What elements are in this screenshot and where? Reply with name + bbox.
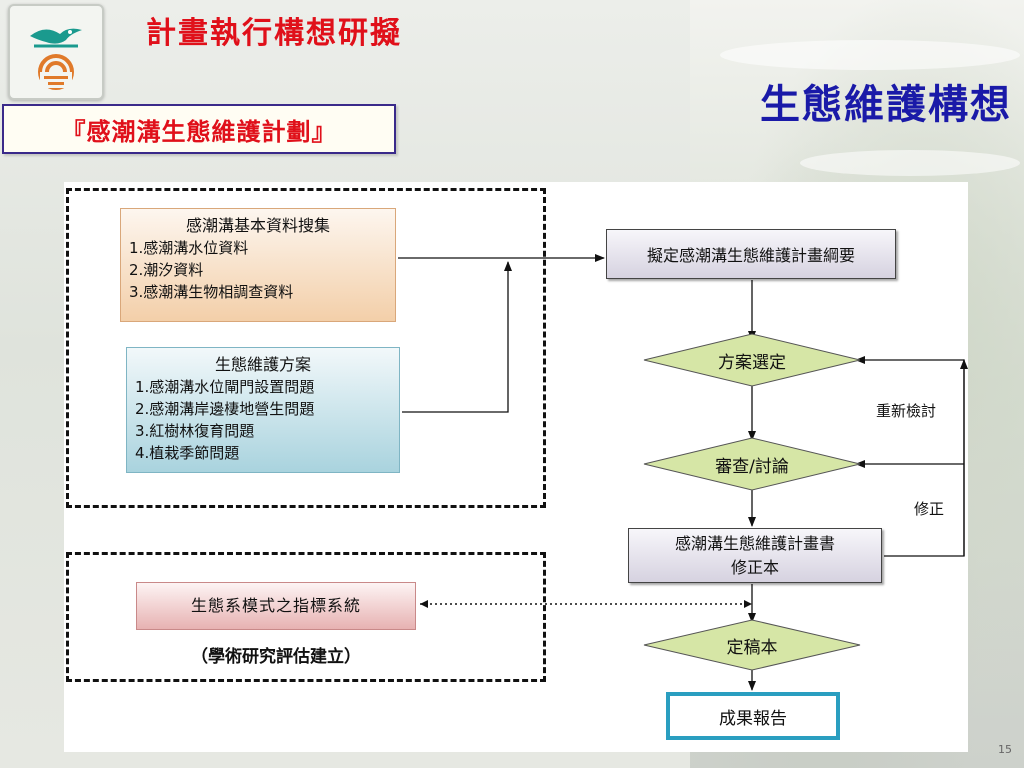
recheck-label: 重新檢討 bbox=[876, 402, 937, 420]
plan-name: 『感潮溝生態維護計劃』 bbox=[61, 117, 337, 146]
plan-item: 4.植栽季節問題 bbox=[135, 444, 240, 462]
plan-box: 生態維護方案 1.感潮溝水位閘門設置問題 2.感潮溝岸邊棲地營生問題 3.紅樹林… bbox=[126, 347, 400, 473]
bird-emblem-icon bbox=[30, 28, 82, 90]
basic-data-item: 1.感潮溝水位資料 bbox=[129, 239, 249, 257]
background-brush-stroke bbox=[800, 150, 1020, 176]
arrow-plan-to-outline bbox=[402, 261, 512, 413]
plan-item: 3.紅樹林復育問題 bbox=[135, 422, 255, 440]
plan-item: 1.感潮溝水位閘門設置問題 bbox=[135, 378, 315, 396]
logo bbox=[8, 4, 104, 100]
decision-review-label: 審查/討論 bbox=[715, 457, 789, 477]
revised-plan-line1: 感潮溝生態維護計畫書 bbox=[674, 534, 835, 553]
basic-data-heading: 感潮溝基本資料搜集 bbox=[185, 216, 330, 235]
indicator-group-frame bbox=[66, 552, 546, 682]
plan-name-box: 『感潮溝生態維護計劃』 bbox=[2, 104, 396, 154]
decision-select-label: 方案選定 bbox=[718, 353, 786, 373]
decision-select-shape bbox=[643, 333, 861, 387]
basic-data-item: 2.潮汐資料 bbox=[129, 261, 204, 279]
decision-final-shape bbox=[643, 619, 861, 671]
page-title: 計畫執行構想研擬 bbox=[146, 16, 402, 51]
revised-plan-box: 感潮溝生態維護計畫書 修正本 bbox=[628, 528, 882, 583]
revised-plan-line2: 修正本 bbox=[730, 558, 779, 577]
input-group-frame bbox=[66, 188, 546, 508]
arrow-recheck-loop bbox=[855, 356, 965, 557]
outline-box: 擬定感潮溝生態維護計畫綱要 bbox=[606, 229, 896, 279]
plan-heading: 生態維護方案 bbox=[214, 355, 311, 374]
indicator-note: （學術研究評估建立） bbox=[191, 647, 361, 667]
basic-data-item: 3.感潮溝生物相調查資料 bbox=[129, 283, 294, 301]
decision-final-label: 定稿本 bbox=[726, 638, 778, 658]
plan-item: 2.感潮溝岸邊棲地營生問題 bbox=[135, 400, 315, 418]
section-title: 生態維護構想 bbox=[760, 82, 1012, 128]
revise-label: 修正 bbox=[914, 500, 945, 518]
decision-review-shape bbox=[643, 437, 861, 491]
report-box: 成果報告 bbox=[666, 692, 840, 740]
background-brush-stroke bbox=[720, 40, 1020, 70]
page-number: 15 bbox=[998, 743, 1012, 756]
indicator-box: 生態系模式之指標系統 bbox=[136, 582, 416, 630]
basic-data-box: 感潮溝基本資料搜集 1.感潮溝水位資料 2.潮汐資料 3.感潮溝生物相調查資料 bbox=[120, 208, 396, 322]
